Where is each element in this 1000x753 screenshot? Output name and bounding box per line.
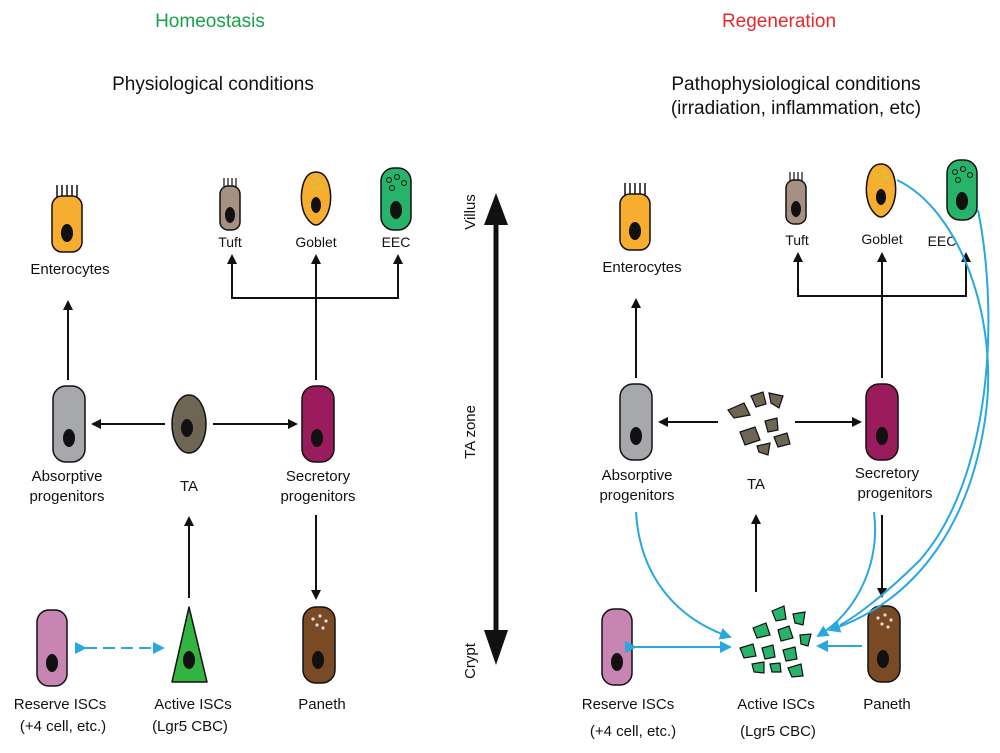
enterocyte-cell-regen [619, 183, 651, 251]
reserve-isc-label-line1: Reserve ISCs [14, 696, 107, 713]
absorptive-progenitor-cell-regen [619, 383, 653, 461]
tuft-label-regen: Tuft [785, 232, 809, 248]
reserve-isc-label-line1-regen: Reserve ISCs [582, 696, 675, 713]
enterocytes-label: Enterocytes [30, 261, 109, 278]
goblet-label-regen: Goblet [861, 231, 902, 247]
active-isc-label-line2: (Lgr5 CBC) [152, 718, 228, 735]
enterocyte-cell [51, 185, 83, 253]
absorptive-progenitor-cell [52, 385, 86, 463]
secretory-label-line1: Secretory [286, 468, 351, 485]
secretory-progenitor-cell [301, 385, 335, 463]
tuft-cell-regen [785, 172, 807, 225]
reserve-isc-cell [36, 609, 68, 687]
regeneration-panel: Regeneration Pathophysiological conditio… [582, 11, 990, 740]
paneth-cell [302, 606, 336, 684]
axis-crypt-label: Crypt [462, 642, 479, 679]
enterocytes-label-regen: Enterocytes [602, 259, 681, 276]
paneth-label-regen: Paneth [863, 696, 911, 713]
homeostasis-panel: Homeostasis Physiological conditions Ent… [14, 11, 412, 735]
active-isc-label-line1-regen: Active ISCs [737, 696, 815, 713]
active-isc-cell-fragments [739, 605, 812, 678]
pathophysiological-subheading-line2: (irradiation, inflammation, etc) [671, 98, 921, 119]
crypt-villus-axis: Villus TA zone Crypt [462, 193, 508, 679]
reserve-isc-label-line2: (+4 cell, etc.) [20, 718, 106, 735]
ta-label-regen: TA [747, 476, 765, 493]
absorptive-label-line2: progenitors [29, 488, 104, 505]
secretory-label-line2: progenitors [280, 488, 355, 505]
regeneration-arrows [631, 252, 971, 598]
regeneration-heading: Regeneration [722, 11, 836, 32]
goblet-label: Goblet [295, 234, 336, 250]
axis-villus-label: Villus [462, 194, 479, 230]
tuft-cell [219, 178, 241, 231]
reserve-isc-cell-regen [601, 608, 633, 686]
dedifferentiation-arrows [625, 179, 990, 653]
axis-ta-zone-label: TA zone [462, 405, 479, 459]
ta-cell-fragments [727, 391, 791, 456]
tuft-label: Tuft [218, 234, 242, 250]
eec-label: EEC [382, 234, 411, 250]
pathophysiological-subheading-line1: Pathophysiological conditions [671, 74, 920, 95]
secretory-label-line2-regen: progenitors [857, 485, 932, 502]
eec-label-regen: EEC [928, 233, 957, 249]
absorptive-label-line1: Absorptive [32, 468, 103, 485]
eec-cell-regen [946, 159, 978, 221]
paneth-label: Paneth [298, 696, 346, 713]
ta-cell [171, 394, 207, 454]
active-isc-label-line1: Active ISCs [154, 696, 232, 713]
physiological-subheading: Physiological conditions [112, 74, 314, 95]
paneth-cell-regen [867, 605, 901, 683]
reserve-isc-label-line2-regen: (+4 cell, etc.) [590, 723, 676, 740]
goblet-cell-regen [865, 163, 897, 218]
active-isc-label-line2-regen: (Lgr5 CBC) [740, 723, 816, 740]
ta-label: TA [180, 478, 198, 495]
homeostasis-heading: Homeostasis [155, 11, 265, 32]
absorptive-label-line1-regen: Absorptive [602, 467, 673, 484]
homeostasis-arrows [63, 254, 403, 654]
active-isc-cell [171, 606, 208, 683]
secretory-progenitor-cell-regen [865, 383, 899, 461]
secretory-label-line1-regen: Secretory [855, 465, 920, 482]
absorptive-label-line2-regen: progenitors [599, 487, 674, 504]
goblet-cell [300, 171, 332, 226]
eec-cell [380, 167, 412, 231]
